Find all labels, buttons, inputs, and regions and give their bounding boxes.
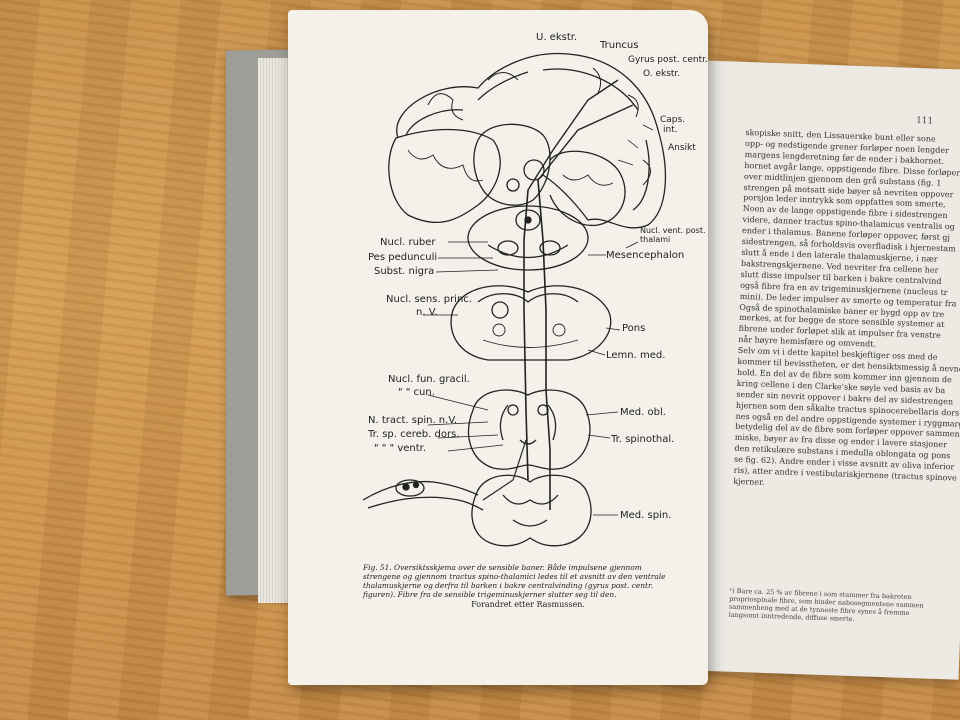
- thalamus: [473, 123, 551, 206]
- label-tr-spinothal: Tr. spinothal.: [610, 434, 674, 445]
- label-pes-pedunculi: Pes pedunculi: [368, 252, 437, 263]
- caption-line: strengene og gjennom tractus spino-thala…: [363, 572, 666, 581]
- label-u-ekstr: U. ekstr.: [536, 32, 577, 43]
- sensory-pathway-diagram: U. ekstr. Truncus Gyrus post. centr. O. …: [362, 32, 708, 547]
- label-nucl-fun: Nucl. fun. gracil.: [388, 374, 470, 385]
- label-ansikt: Ansikt: [668, 143, 696, 153]
- page-number: 111: [915, 115, 934, 127]
- label-med-spin: Med. spin.: [620, 510, 671, 521]
- label-mesencephalon: Mesencephalon: [606, 250, 684, 261]
- label-caps: Caps.: [660, 115, 685, 125]
- caption-source: Forandret etter Rasmussen.: [471, 600, 585, 609]
- right-page: 111 skopiske snitt, den Lissauerske bunt…: [668, 60, 960, 680]
- right-hemisphere: [549, 150, 626, 227]
- label-cun: " " cun.: [398, 387, 435, 398]
- figure-caption: Fig. 51. Oversiktsskjema over de sensibl…: [363, 563, 693, 609]
- mesencephalon-section: [467, 205, 589, 271]
- medial-lemniscus-pathway: [523, 189, 529, 481]
- label-o-ekstr: O. ekstr.: [643, 69, 680, 79]
- medulla-oblongata-section: [467, 389, 591, 470]
- left-page: U. ekstr. Truncus Gyrus post. centr. O. …: [288, 10, 708, 685]
- spinal-cord-section: [471, 474, 592, 547]
- label-tr-sp-cereb: Tr. sp. cereb. dors.: [367, 429, 459, 440]
- label-truncus: Truncus: [599, 40, 638, 51]
- label-med-obl: Med. obl.: [620, 407, 666, 418]
- label-nucl-sens: Nucl. sens. princ.: [386, 294, 472, 305]
- dorsal-root-ganglion: [362, 480, 479, 501]
- left-hemisphere: [388, 128, 501, 224]
- label-lemn-med: Lemn. med.: [606, 350, 665, 361]
- label-nucl-vent: Nucl. vent. post.: [640, 226, 706, 235]
- label-int: int.: [663, 125, 678, 135]
- pons-section: [450, 285, 612, 361]
- label-gyrus: Gyrus post. centr.: [628, 55, 708, 65]
- label-subst-nigra: Subst. nigra: [374, 266, 434, 277]
- caption-line: Fig. 51. Oversiktsskjema over de sensibl…: [363, 563, 642, 572]
- spinothalamic-pathway: [537, 179, 551, 510]
- caption-line: figuren). Fibre fra de sensible trigemin…: [363, 590, 617, 599]
- label-tract-spin: N. tract. spin. n.V.: [368, 415, 457, 426]
- label-pons: Pons: [622, 323, 645, 334]
- cerebral-cortex: [396, 52, 666, 229]
- caption-line: thalamuskjerne og derfra til barken i ba…: [363, 581, 654, 590]
- label-ventr: " " " ventr.: [374, 443, 426, 454]
- label-thalami: thalami: [640, 235, 670, 244]
- label-nv-1: n. V.: [416, 307, 437, 318]
- label-nucl-ruber: Nucl. ruber: [380, 237, 436, 248]
- right-page-body-text: skopiske snitt, den Lissauerske bunt ell…: [733, 128, 960, 496]
- right-page-footnote: ¹) Bare ca. 25 % av fibrene i som stamme…: [729, 587, 960, 627]
